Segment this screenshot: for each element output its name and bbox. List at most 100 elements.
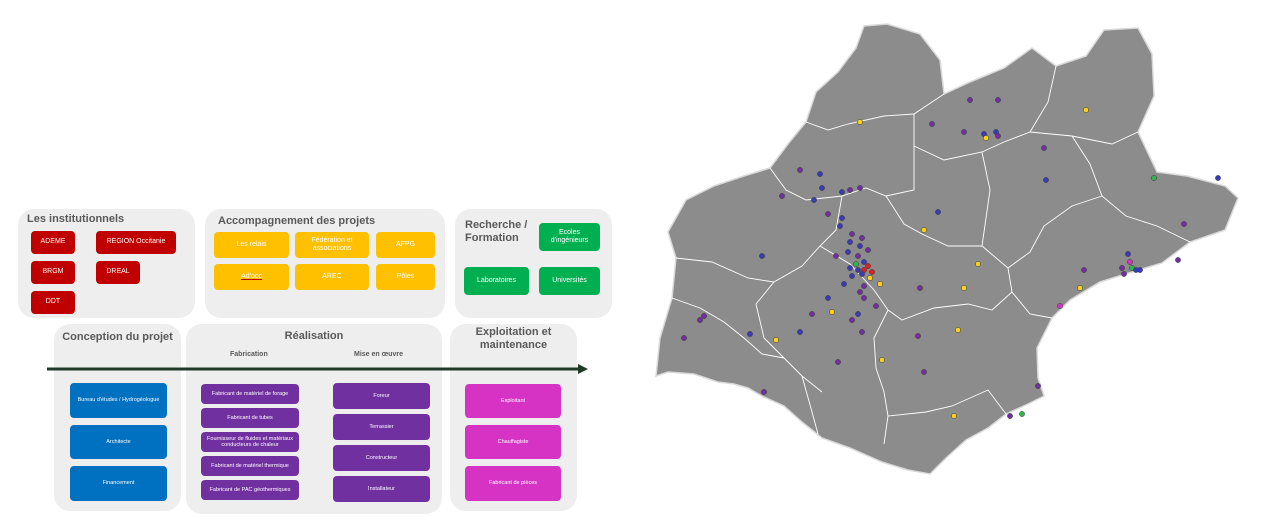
map-marker	[1035, 383, 1041, 389]
installateur-box: Installateur	[333, 476, 430, 502]
map-marker	[1083, 107, 1089, 113]
map-marker	[837, 223, 843, 229]
map-marker	[747, 331, 753, 337]
map-marker	[849, 231, 855, 237]
map-marker	[855, 253, 861, 259]
map-marker	[861, 295, 867, 301]
map-marker	[1043, 177, 1049, 183]
fabricant-pieces-box: Fabricant de pièces	[465, 466, 561, 501]
map-marker	[849, 317, 855, 323]
map-marker	[835, 359, 841, 365]
map-marker	[681, 335, 687, 341]
map-marker	[761, 389, 767, 395]
map-marker	[841, 281, 847, 287]
map-marker	[847, 187, 853, 193]
map-marker	[857, 185, 863, 191]
fluides-box: Fournisseur de fluides et matériaux cond…	[201, 432, 299, 452]
map-marker	[967, 97, 973, 103]
conception-title: Conception du projet	[62, 331, 173, 343]
map-marker	[697, 317, 703, 323]
materiel-forage-box: Fabricant de matériel de forage	[201, 384, 299, 404]
les-relais-box: Les relais	[214, 232, 289, 258]
map-marker	[859, 329, 865, 335]
map-marker	[861, 259, 867, 265]
chauffagiste-box: Chauffagiste	[465, 425, 561, 459]
exploitant-box: Exploitant	[465, 384, 561, 418]
brgm-box: BRGM	[31, 261, 75, 284]
map-marker	[951, 413, 957, 419]
map-marker	[857, 243, 863, 249]
map-marker	[1125, 251, 1131, 257]
foreur-box: Foreur	[333, 383, 430, 409]
map-marker	[975, 261, 981, 267]
map-marker	[853, 261, 859, 267]
map-marker	[857, 119, 863, 125]
map-marker	[873, 303, 879, 309]
map-marker	[797, 167, 803, 173]
map-marker	[839, 189, 845, 195]
map-marker	[929, 121, 935, 127]
map-markers	[681, 97, 1221, 419]
laboratoires-box: Laboratoires	[464, 267, 529, 295]
constructeur-box: Constructeur	[333, 445, 430, 471]
fabrication-label: Fabrication	[230, 351, 268, 358]
accompagnement-panel	[205, 209, 445, 318]
map-marker	[961, 129, 967, 135]
map-marker	[983, 135, 989, 141]
map-marker	[819, 185, 825, 191]
timeline-arrow	[47, 364, 588, 374]
map-marker	[1181, 221, 1187, 227]
map-marker	[921, 369, 927, 375]
map-marker	[869, 269, 875, 275]
poles-box: Pôles	[376, 264, 435, 290]
adocc-label: Ad'occ	[241, 272, 262, 280]
map-marker	[1041, 145, 1047, 151]
map-marker	[855, 267, 861, 273]
recherche-title: Recherche / Formation	[465, 219, 528, 244]
map-marker	[1081, 267, 1087, 273]
map-marker	[849, 273, 855, 279]
universites-box: Universités	[539, 267, 600, 295]
financement-box: Financement	[70, 466, 167, 501]
map-marker	[847, 239, 853, 245]
adocc-box: Ad'occ	[214, 264, 289, 290]
region-occitanie-box: REGION Occitanie	[96, 231, 176, 254]
bureau-etudes-box: Bureau d'études / Hydrogéologue	[70, 383, 167, 418]
map-marker	[1175, 257, 1181, 263]
map-marker	[1019, 411, 1025, 417]
map-marker	[961, 285, 967, 291]
ddt-box: DDT	[31, 291, 75, 314]
occitanie-map	[655, 23, 1239, 475]
map-marker	[759, 253, 765, 259]
map-marker	[1151, 175, 1157, 181]
map-marker	[701, 313, 707, 319]
map-marker	[857, 289, 863, 295]
map-marker	[1121, 271, 1127, 277]
map-marker	[921, 227, 927, 233]
map-marker	[955, 327, 961, 333]
map-marker	[1057, 303, 1063, 309]
map-marker	[825, 211, 831, 217]
map-marker	[879, 357, 885, 363]
institutionnels-title: Les institutionnels	[27, 213, 125, 225]
map-marker	[1137, 267, 1143, 273]
region-shape	[655, 23, 1239, 475]
terrassier-box: Terrassier	[333, 414, 430, 440]
map-marker	[1119, 265, 1125, 271]
materiel-thermique-box: Fabricant de matériel thermique	[201, 456, 299, 476]
accompagnement-title: Accompagnement des projets	[218, 215, 376, 227]
map-marker	[773, 337, 779, 343]
map-marker	[861, 283, 867, 289]
map-marker	[915, 333, 921, 339]
map-marker	[797, 329, 803, 335]
ademe-box: ADEME	[31, 231, 75, 254]
ecoles-box: Ecoles d'ingénieurs	[539, 223, 600, 251]
map-marker	[1007, 413, 1013, 419]
map-marker	[859, 235, 865, 241]
map-marker	[1215, 175, 1221, 181]
map-marker	[855, 311, 861, 317]
map-marker	[829, 309, 835, 315]
map-marker	[839, 215, 845, 221]
afpg-box: AFPG	[376, 232, 435, 258]
map-marker	[867, 275, 873, 281]
